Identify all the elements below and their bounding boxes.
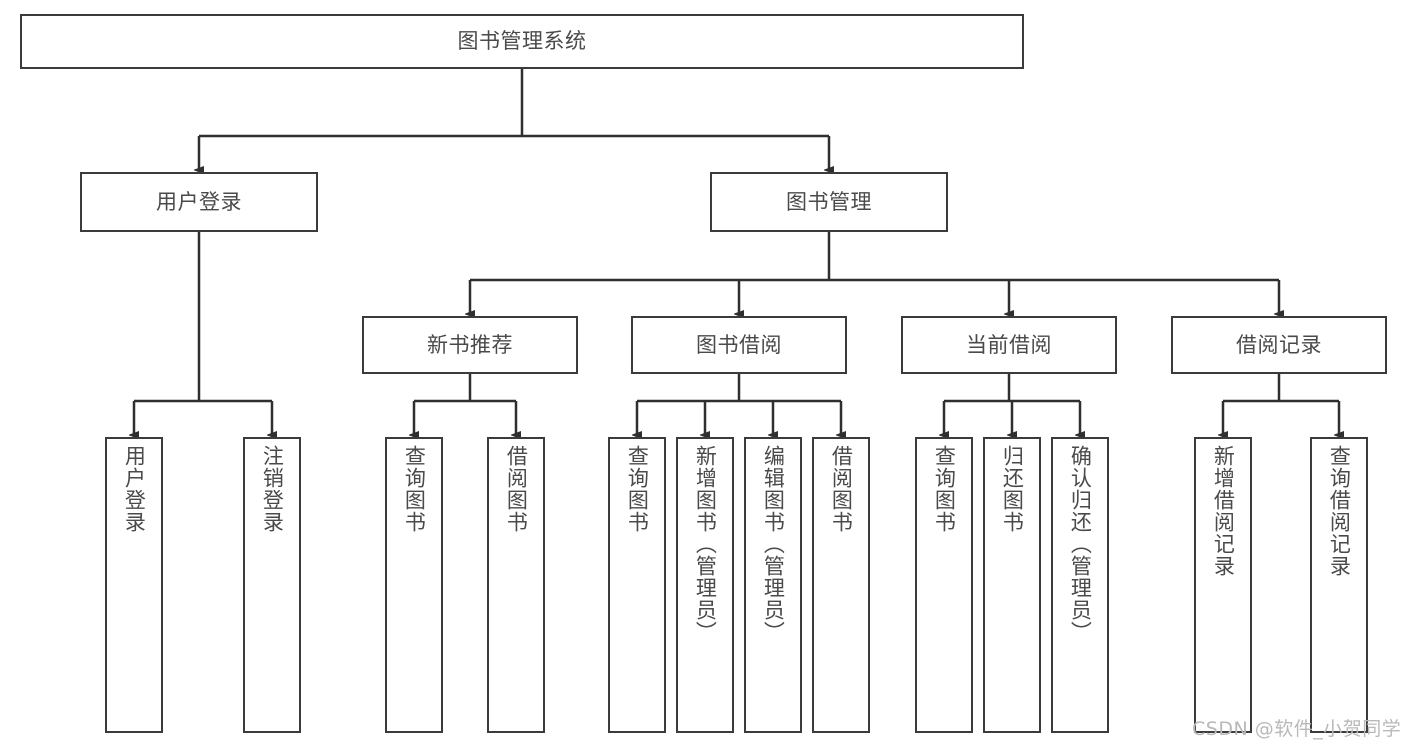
node-label: 借阅图书 xyxy=(829,445,854,533)
node-borrow-record[interactable]: 借阅记录 xyxy=(1171,316,1387,374)
node-label: 新增借阅记录 xyxy=(1211,445,1236,577)
node-leaf-query-borrow-record[interactable]: 查询借阅记录 xyxy=(1310,437,1368,733)
node-leaf-user-logout[interactable]: 注销登录 xyxy=(243,437,301,733)
node-label: 注销登录 xyxy=(260,445,285,533)
node-new-book-recommend[interactable]: 新书推荐 xyxy=(362,316,578,374)
watermark-text: CSDN @软件_小贺同学 xyxy=(1192,718,1402,740)
node-leaf-add-book[interactable]: 新增图书（管理员） xyxy=(676,437,734,733)
node-label: 当前借阅 xyxy=(966,332,1052,357)
node-label: 归还图书 xyxy=(1000,445,1025,533)
node-leaf-edit-book[interactable]: 编辑图书（管理员） xyxy=(744,437,802,733)
node-leaf-return-book[interactable]: 归还图书 xyxy=(983,437,1041,733)
node-leaf-confirm-return[interactable]: 确认归还（管理员） xyxy=(1051,437,1109,733)
node-leaf-borrow-book[interactable]: 借阅图书 xyxy=(812,437,870,733)
node-label: 用户登录 xyxy=(156,189,242,214)
connector-paths xyxy=(134,69,1339,435)
node-current-borrow[interactable]: 当前借阅 xyxy=(901,316,1117,374)
node-book-borrow[interactable]: 图书借阅 xyxy=(631,316,847,374)
node-leaf-query-book-current[interactable]: 查询图书 xyxy=(915,437,973,733)
node-label: 用户登录 xyxy=(122,445,147,533)
node-leaf-borrow-book-rec[interactable]: 借阅图书 xyxy=(487,437,545,733)
node-label: 查询图书 xyxy=(932,445,957,533)
node-label: 图书管理系统 xyxy=(457,29,587,54)
node-leaf-query-book-borrow[interactable]: 查询图书 xyxy=(608,437,666,733)
node-leaf-query-book-rec[interactable]: 查询图书 xyxy=(385,437,443,733)
node-label: 确认归还（管理员） xyxy=(1068,445,1093,643)
node-leaf-user-login[interactable]: 用户登录 xyxy=(105,437,163,733)
node-root[interactable]: 图书管理系统 xyxy=(20,14,1024,69)
node-label: 图书管理 xyxy=(786,189,872,214)
node-label: 查询图书 xyxy=(402,445,427,533)
node-book-manage[interactable]: 图书管理 xyxy=(710,172,948,232)
node-label: 图书借阅 xyxy=(696,332,782,357)
node-label: 查询图书 xyxy=(625,445,650,533)
node-user-login[interactable]: 用户登录 xyxy=(80,172,318,232)
node-label: 借阅图书 xyxy=(504,445,529,533)
node-label: 编辑图书（管理员） xyxy=(761,445,786,643)
node-label: 新书推荐 xyxy=(427,332,513,357)
node-leaf-add-borrow-record[interactable]: 新增借阅记录 xyxy=(1194,437,1252,733)
node-label: 新增图书（管理员） xyxy=(693,445,718,643)
node-label: 借阅记录 xyxy=(1236,332,1322,357)
node-label: 查询借阅记录 xyxy=(1327,445,1352,577)
